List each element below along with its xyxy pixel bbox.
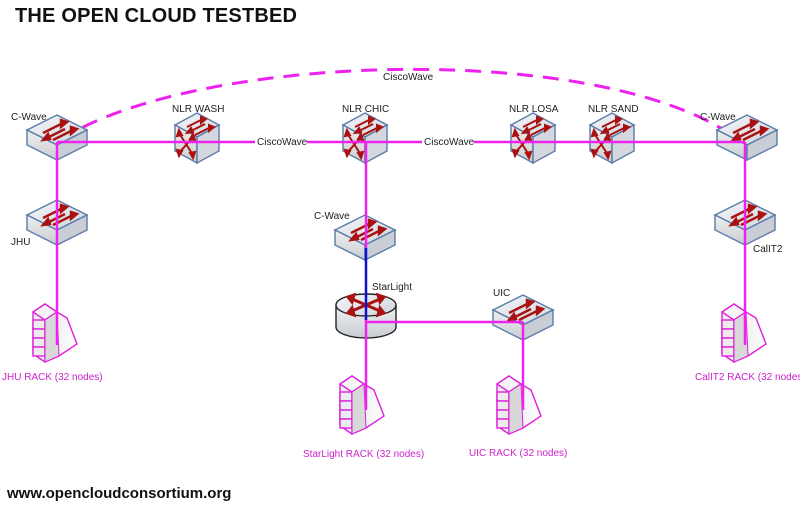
- rack-icon-starlight: [339, 375, 385, 435]
- node-label-uic: UIC: [493, 288, 510, 299]
- link-label: CiscoWave: [257, 137, 308, 148]
- switch-icon-nlr-losa: [510, 112, 556, 164]
- switch-icon-nlr-wash: [174, 112, 220, 164]
- link-ciscowave-arc: [59, 67, 746, 147]
- node-label-cwave-left: C-Wave: [11, 112, 47, 123]
- rack-label-uic: UIC RACK (32 nodes): [469, 448, 567, 459]
- rack-label-calit2: CalIT2 RACK (32 nodes): [695, 372, 800, 383]
- link-label-arc: CiscoWave: [383, 72, 434, 83]
- rack-label-jhu: JHU RACK (32 nodes): [2, 372, 103, 383]
- rack-label-starlight: StarLight RACK (32 nodes): [303, 449, 424, 460]
- rack-icon-uic: [496, 375, 542, 435]
- node-label-nlr-wash: NLR WASH: [172, 104, 224, 115]
- node-label-cwave-mid: C-Wave: [314, 211, 350, 222]
- page-title: THE OPEN CLOUD TESTBED: [15, 5, 298, 27]
- node-label-cwave-right: C-Wave: [700, 112, 736, 123]
- node-label-nlr-losa: NLR LOSA: [509, 104, 559, 115]
- node-label-jhu: JHU: [11, 237, 30, 248]
- footer-url[interactable]: www.opencloudconsortium.org: [7, 485, 232, 502]
- link-label: CiscoWave: [424, 137, 475, 148]
- node-label-calit2: CalIT2: [753, 244, 783, 255]
- node-label-starlight: StarLight: [372, 282, 412, 293]
- switch-icon-nlr-sand: [589, 112, 635, 164]
- rack-icon-jhu: [32, 303, 78, 363]
- node-label-nlr-sand: NLR SAND: [588, 104, 639, 115]
- node-label-nlr-chic: NLR CHIC: [342, 104, 389, 115]
